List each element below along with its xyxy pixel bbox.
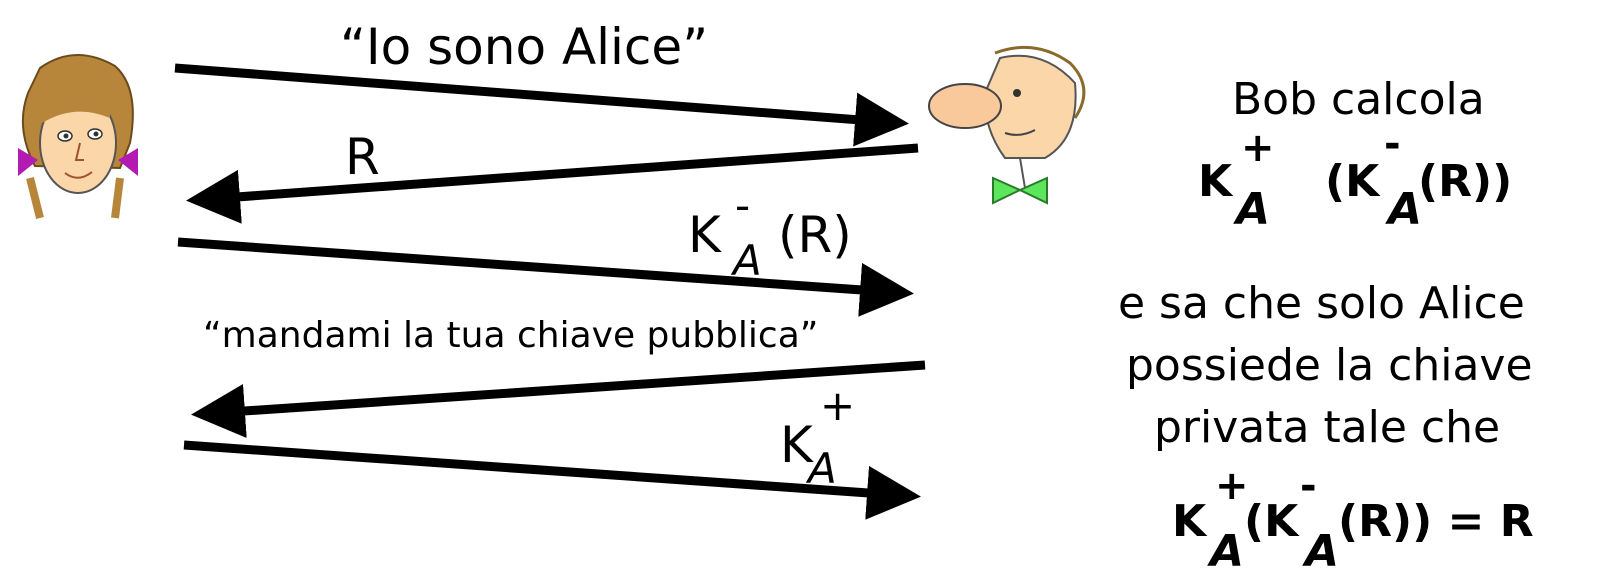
arrow-request-public-key: [191, 360, 926, 438]
arrow-signed-nonce: [177, 237, 914, 317]
bob-note-line4: privata tale che: [1154, 402, 1501, 453]
message-request-public-key: “mandami la tua chiave pubblica”: [203, 315, 819, 356]
message-nonce-r: R: [345, 128, 380, 186]
bob-icon: [928, 45, 1086, 205]
bob-note-line1: Bob calcola: [1232, 74, 1485, 125]
key-subscript: A: [808, 444, 837, 493]
key-argument: (R): [778, 206, 852, 264]
message-io-sono-alice: “Io sono Alice”: [340, 18, 709, 76]
key-subscript: A: [733, 236, 762, 285]
bob-note-line2: e sa che solo Alice: [1118, 278, 1525, 329]
arrow-public-key: [183, 440, 921, 520]
key-superscript: +: [820, 381, 856, 430]
bob-note-line3: possiede la chiave: [1126, 340, 1533, 391]
arrow-nonce-r: [186, 143, 919, 224]
key-symbol: K: [780, 416, 813, 474]
key-symbol: K: [688, 206, 721, 264]
alice-icon: [18, 54, 138, 219]
arrow-io-sono-alice: [174, 63, 909, 147]
key-superscript: -: [735, 181, 751, 230]
